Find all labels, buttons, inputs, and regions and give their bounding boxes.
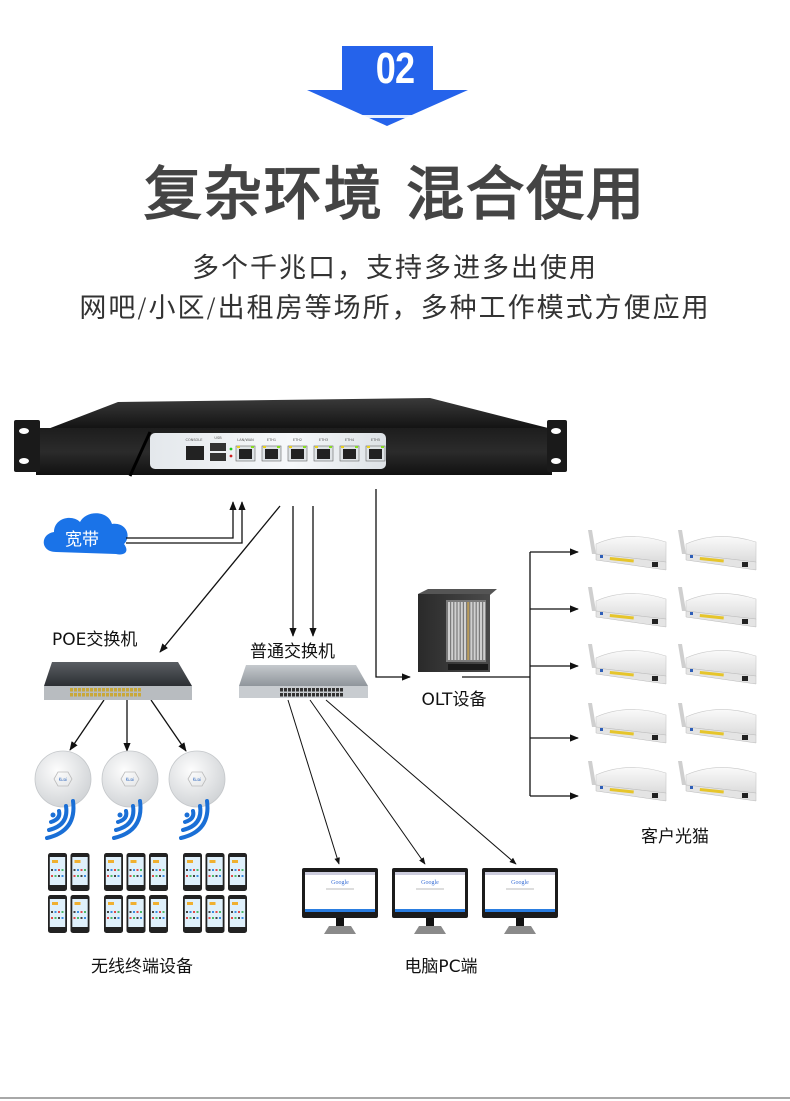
svg-text:ETH2: ETH2 <box>293 438 302 442</box>
onu-modem-icon <box>678 644 757 685</box>
wifi-signal-icon <box>112 799 143 840</box>
poe-to-ap-link <box>69 699 105 751</box>
desktop-monitor-icon: Google <box>302 868 378 934</box>
smartphone-icon <box>149 853 168 891</box>
smartphone-icon <box>48 895 67 933</box>
wifi-signal-icon <box>45 799 76 840</box>
smartphone-icon <box>205 895 225 933</box>
router-port-eth3: ETH3 <box>313 438 334 462</box>
smartphone-icon <box>70 895 90 933</box>
svg-text:ETH4: ETH4 <box>345 438 355 442</box>
section-number: 02 <box>375 44 415 93</box>
page-title: 复杂环境 混合使用 <box>143 160 647 228</box>
onu-label: 客户光猫 <box>641 827 709 847</box>
router-device: CONSOLE USB LAN/WAN ETH1 ETH2 ETH3 ETH4 ETH5 <box>14 398 567 477</box>
switch-to-pc-link <box>309 699 426 865</box>
svg-text:ETH5: ETH5 <box>371 438 380 442</box>
svg-text:Google: Google <box>511 880 529 886</box>
onu-modem-icon <box>678 587 757 628</box>
onu-modem-icon <box>588 530 667 571</box>
olt-device-icon <box>418 589 497 672</box>
rack-ear-right <box>547 420 567 472</box>
router-port-usb: USB <box>210 436 226 461</box>
onu-modem-icon <box>588 703 667 744</box>
smartphone-icon <box>104 853 123 891</box>
desktop-monitor-icon: Google <box>482 868 558 934</box>
router-port-eth5: ETH5 <box>365 438 386 462</box>
onu-modem-icon <box>678 530 757 571</box>
smartphone-icon <box>104 895 123 933</box>
onu-modem-icon <box>678 703 757 744</box>
poe-switch-device <box>44 662 192 700</box>
normal-switch-label: 普通交换机 <box>250 642 335 662</box>
rack-ear-left <box>14 420 40 472</box>
access-point-icon: Kuai <box>34 750 92 808</box>
smartphone-icon <box>126 895 146 933</box>
smartphone-icon <box>149 895 168 933</box>
svg-text:Kuai: Kuai <box>126 777 135 782</box>
network-diagram: CONSOLE USB LAN/WAN ETH1 ETH2 ETH3 ETH4 ETH5 宽带 <box>14 398 757 977</box>
router-port-lan-wan: LAN/WAN <box>235 438 256 462</box>
svg-text:Kuai: Kuai <box>193 777 202 782</box>
olt-label: OLT设备 <box>422 690 487 710</box>
onu-modem-icon <box>588 761 667 802</box>
broadband-link-2 <box>126 501 246 544</box>
svg-text:Google: Google <box>331 880 349 886</box>
router-port-eth4: ETH4 <box>339 438 360 462</box>
normal-switch-device <box>239 665 368 698</box>
broadband-cloud-icon <box>43 513 128 555</box>
svg-text:Google: Google <box>421 880 439 886</box>
broadband-link-1 <box>126 501 237 539</box>
access-point-group: Kuai Kuai Kuai <box>34 750 226 840</box>
smartphone-icon <box>183 853 202 891</box>
onu-modem-icon <box>588 587 667 628</box>
poe-to-ap-link <box>150 699 187 752</box>
pc-group: Google Google Google <box>302 868 558 934</box>
svg-text:USB: USB <box>214 436 222 440</box>
router-port-eth2: ETH2 <box>287 438 308 462</box>
smartphone-icon <box>48 853 67 891</box>
section-number-badge <box>307 46 468 126</box>
router-port-eth1: ETH1 <box>261 438 282 462</box>
svg-text:ETH3: ETH3 <box>319 438 328 442</box>
onu-grid <box>588 530 757 802</box>
router-to-poe-link <box>159 505 281 653</box>
smartphone-icon <box>205 853 225 891</box>
bottom-divider <box>0 1097 790 1099</box>
down-arrow-icon <box>307 46 468 126</box>
onu-modem-icon <box>588 644 667 685</box>
phone-group <box>48 853 247 933</box>
smartphone-icon <box>183 895 202 933</box>
subtitle-line-1: 多个千兆口，支持多进多出使用 <box>192 253 598 284</box>
access-point-icon: Kuai <box>168 750 226 808</box>
smartphone-icon <box>228 853 247 891</box>
poe-switch-label: POE交换机 <box>52 630 137 650</box>
smartphone-icon <box>70 853 90 891</box>
svg-text:CONSOLE: CONSOLE <box>186 438 203 442</box>
wireless-devices-label: 无线终端设备 <box>91 957 193 977</box>
desktop-monitor-icon: Google <box>392 868 468 934</box>
router-port-console: CONSOLE <box>186 438 204 460</box>
pc-label: 电脑PC端 <box>404 957 477 977</box>
svg-text:LAN/WAN: LAN/WAN <box>237 438 254 442</box>
svg-text:ETH1: ETH1 <box>267 438 276 442</box>
smartphone-icon <box>126 853 146 891</box>
subtitle-line-2: 网吧/小区/出租房等场所，多种工作模式方便应用 <box>79 293 711 324</box>
broadband-label: 宽带 <box>65 530 99 550</box>
router-to-olt-link <box>375 489 411 681</box>
switch-to-pc-link <box>325 699 517 865</box>
access-point-icon: Kuai <box>101 750 159 808</box>
svg-text:Kuai: Kuai <box>59 777 68 782</box>
connection-lines <box>69 489 579 865</box>
smartphone-icon <box>228 895 247 933</box>
wifi-signal-icon <box>179 799 210 840</box>
onu-modem-icon <box>678 761 757 802</box>
switch-to-pc-link <box>287 699 340 865</box>
